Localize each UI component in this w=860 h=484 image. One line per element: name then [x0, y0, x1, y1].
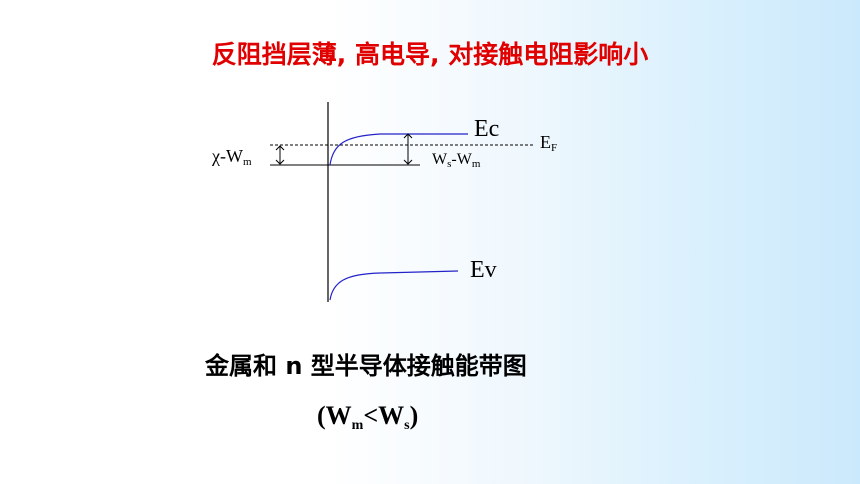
ws-wm-label-sub-b: m	[471, 158, 481, 170]
diagram-caption: 金属和 n 型半导体接触能带图	[205, 352, 527, 380]
ws-wm-label-a: W	[432, 151, 448, 168]
ec-label: Ec	[474, 116, 500, 142]
ws-wm-label-b: -W	[451, 151, 472, 168]
ev-label: Ev	[470, 257, 497, 283]
condition-open: (W	[317, 401, 352, 430]
ef-label-main: E	[540, 132, 551, 152]
valence-band-curve	[329, 270, 459, 301]
ws-wm-label: Ws-Wm	[432, 152, 480, 170]
chi-wm-label: χ-Wm	[212, 147, 252, 168]
chi-wm-arrow	[275, 145, 285, 165]
condition-mid: <W	[363, 401, 405, 430]
slide-title: 反阻挡层薄, 高电导, 对接触电阻影响小	[211, 40, 649, 69]
condition-sub-m: m	[351, 418, 364, 433]
ef-label: EF	[540, 133, 557, 154]
condition-sub-s: s	[404, 418, 410, 433]
ws-wm-label-sub-a: s	[447, 158, 452, 170]
work-function-condition: (Wm<Ws)	[317, 401, 418, 434]
ef-label-sub: F	[551, 142, 558, 154]
condition-close: )	[409, 401, 419, 430]
chi-wm-label-sub: m	[242, 156, 252, 168]
conduction-band-curve	[329, 133, 468, 166]
chi-wm-label-main: χ-W	[212, 146, 243, 166]
ws-wm-arrow	[403, 133, 413, 165]
